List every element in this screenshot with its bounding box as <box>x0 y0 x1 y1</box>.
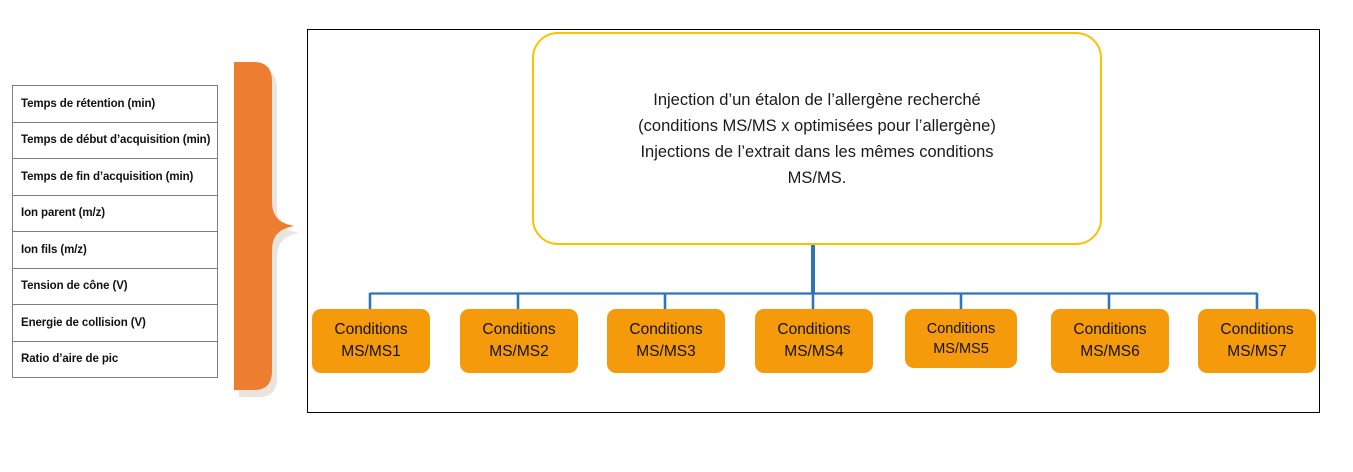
condition-box-ms-ms4[interactable]: Conditions MS/MS4 <box>755 309 873 373</box>
injection-line: Injections de l’extrait dans les mêmes c… <box>640 142 994 161</box>
table-row: Ion parent (m/z) <box>13 196 217 232</box>
parameter-label: Ion parent (m/z) <box>21 207 106 220</box>
parameter-label: Ratio d’aire de pic <box>21 353 119 366</box>
condition-box-line2: MS/MS1 <box>341 343 401 360</box>
table-row: Temps de début d’acquisition (min) <box>13 123 217 159</box>
condition-box-line2: MS/MS5 <box>933 340 989 357</box>
condition-box-ms-ms7[interactable]: Conditions MS/MS7 <box>1198 309 1316 373</box>
injection-line: (conditions MS/MS x optimisées pour l’al… <box>638 116 996 135</box>
table-row: Ratio d’aire de pic <box>13 342 217 378</box>
condition-box-line2: MS/MS2 <box>489 343 549 360</box>
condition-box-line2: MS/MS6 <box>1080 343 1140 360</box>
parameter-label: Temps de fin d’acquisition (min) <box>21 170 194 183</box>
condition-box-line1: Conditions <box>777 321 851 338</box>
condition-box-ms-ms6[interactable]: Conditions MS/MS6 <box>1051 309 1169 373</box>
table-row: Temps de fin d’acquisition (min) <box>13 159 217 196</box>
parameter-label: Temps de début d’acquisition (min) <box>21 134 211 147</box>
condition-box-line1: Conditions <box>482 321 556 338</box>
condition-box-line1: Conditions <box>629 321 703 338</box>
injection-line: MS/MS. <box>787 168 847 187</box>
condition-box-line1: Conditions <box>1073 321 1147 338</box>
condition-box-ms-ms5[interactable]: Conditions MS/MS5 <box>905 309 1017 368</box>
table-row: Tension de cône (V) <box>13 269 217 305</box>
condition-box-line1: Conditions <box>334 321 408 338</box>
parameter-label: Energie de collision (V) <box>21 316 146 329</box>
parameter-label: Temps de rétention (min) <box>21 97 156 110</box>
condition-box-ms-ms3[interactable]: Conditions MS/MS3 <box>607 309 725 373</box>
parameter-label: Ion fils (m/z) <box>21 243 87 256</box>
condition-box-ms-ms1[interactable]: Conditions MS/MS1 <box>312 309 430 373</box>
condition-box-line2: MS/MS3 <box>636 343 696 360</box>
condition-box-line1: Conditions <box>926 320 996 337</box>
condition-box-ms-ms2[interactable]: Conditions MS/MS2 <box>460 309 578 373</box>
table-row: Temps de rétention (min) <box>13 86 217 123</box>
parameter-table: Temps de rétention (min) Temps de début … <box>12 85 218 378</box>
table-row: Ion fils (m/z) <box>13 232 217 269</box>
injection-callout: Injection d’un étalon de l’allergène rec… <box>532 32 1102 245</box>
injection-line: Injection d’un étalon de l’allergène rec… <box>653 90 981 109</box>
parameter-label: Tension de cône (V) <box>21 280 128 293</box>
condition-box-line2: MS/MS7 <box>1227 343 1287 360</box>
condition-box-line2: MS/MS4 <box>784 343 844 360</box>
curly-brace-right-icon <box>232 62 312 402</box>
table-row: Energie de collision (V) <box>13 305 217 342</box>
condition-box-line1: Conditions <box>1220 321 1294 338</box>
